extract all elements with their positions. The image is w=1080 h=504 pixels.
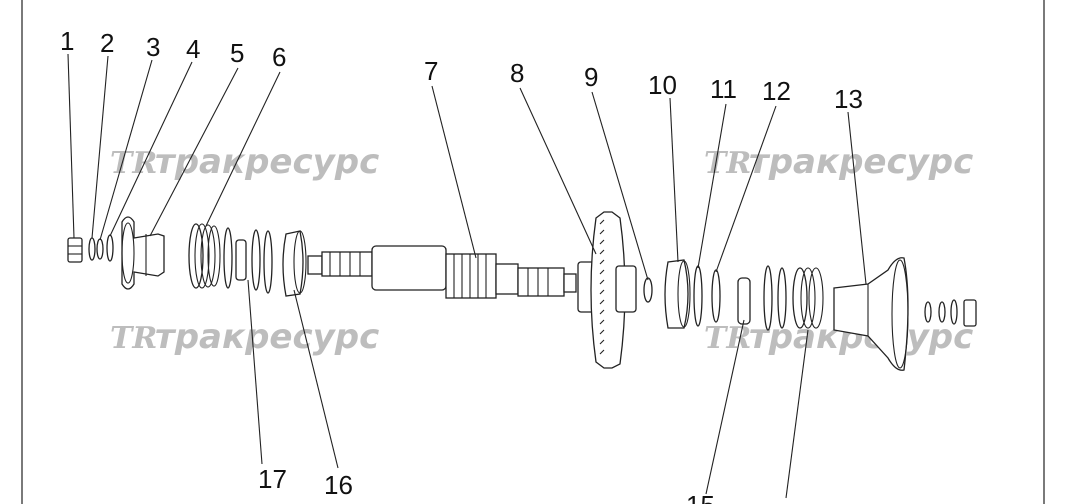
part-11-ring	[693, 265, 703, 327]
part-10-bearing	[664, 259, 689, 329]
part-3-washer	[96, 238, 104, 260]
part-1-nut	[67, 237, 83, 263]
watermark-bottom-left: TR тракресурс	[110, 317, 379, 357]
part-16-bearing	[282, 230, 304, 297]
callout-12: 12	[762, 76, 791, 106]
leader-lines	[67, 53, 867, 499]
watermark-logo: TR	[110, 321, 157, 356]
callout-3: 3	[146, 32, 160, 62]
callout-10: 10	[648, 70, 677, 100]
part-6-seal	[188, 223, 204, 289]
watermark-logo: TR	[704, 146, 751, 181]
callout-11: 11	[710, 74, 737, 104]
callout-labels: 1 2 3 4 5 6 7 8 9 10 11 12 13 15 16 17	[60, 26, 863, 504]
callout-5: 5	[230, 38, 244, 68]
part-14-seal	[792, 267, 808, 329]
callout-6: 6	[272, 42, 286, 72]
watermark-top-right: TR тракресурс	[704, 142, 973, 182]
callout-17: 17	[258, 464, 287, 494]
callout-15: 15	[686, 490, 715, 504]
part-7-shaft	[307, 245, 577, 299]
part-17-ring	[223, 227, 233, 289]
callout-2: 2	[100, 28, 114, 58]
watermark-text: тракресурс	[749, 142, 973, 182]
left-parts	[67, 216, 307, 297]
callout-16: 16	[324, 470, 353, 500]
right-parts	[643, 257, 977, 371]
callout-7: 7	[424, 56, 438, 86]
part-5-flange	[121, 216, 165, 290]
watermark-text: тракресурс	[155, 142, 379, 182]
part-2-washer	[88, 237, 96, 261]
callout-9: 9	[584, 62, 598, 92]
part-4-ring	[106, 234, 114, 262]
watermark-top-left: TR тракресурс	[110, 142, 379, 182]
callout-4: 4	[186, 34, 200, 64]
part-9-ring	[643, 277, 653, 303]
callout-8: 8	[510, 58, 524, 88]
part-8-gear	[577, 211, 637, 369]
watermark-logo: TR	[704, 321, 751, 356]
callout-13: 13	[834, 84, 863, 114]
part-12-ring	[711, 269, 721, 323]
callout-1: 1	[60, 26, 74, 56]
watermark-text: тракресурс	[155, 317, 379, 357]
